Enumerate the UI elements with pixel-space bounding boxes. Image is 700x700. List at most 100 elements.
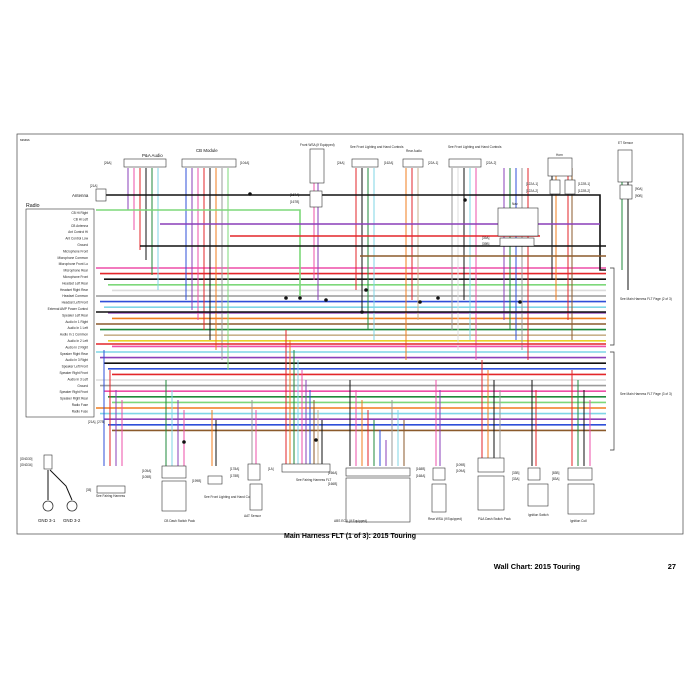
radio-pin-label: CB Antenna xyxy=(71,224,88,228)
ground-component: [GND30] [GND34] GND 3-1 GND 3-2 xyxy=(20,454,81,523)
pa-audio-plug xyxy=(123,158,167,168)
pa-switch-connector-a: [109A] xyxy=(456,469,465,473)
rear-wsa-connector-a: [168A] xyxy=(416,474,425,478)
ignition-coil-connector-b: [83B] xyxy=(552,471,560,475)
abs-box xyxy=(345,477,411,523)
splice-dot xyxy=(364,288,368,292)
aat-label: AAT Sensor xyxy=(244,514,262,518)
gnd-terminal-2 xyxy=(66,500,78,512)
radio-pin-label: Speaker Right Rear xyxy=(60,352,89,356)
ignition-switch-connector-b: [33B] xyxy=(512,471,520,475)
horn-connector-a2: [122A-2] xyxy=(526,189,538,193)
splice-dot xyxy=(324,298,328,302)
splice-dot xyxy=(360,310,364,314)
pa-switch-box xyxy=(477,475,505,511)
front-lighting-1-label: See Front Lighting and Hand Controls xyxy=(350,145,404,149)
splice-dot xyxy=(182,440,186,444)
cb-switch-component: [105A] [105B] CB Dash Switch Pack xyxy=(142,465,195,523)
radio-pin-label: Radio Fuse xyxy=(72,409,89,413)
fairing-flt-plug xyxy=(281,463,331,473)
splice-dot xyxy=(298,296,302,300)
et-sensor-connector-b: [90B] xyxy=(635,194,643,198)
front-lighting-3-label: See Front Lighting and Hand Controls xyxy=(204,495,258,499)
rear-audio-label: Rear Audio xyxy=(406,149,422,153)
pa-switch-component: [109B] [109A] P&A Dash Switch Pack xyxy=(456,457,511,521)
wire xyxy=(49,469,73,501)
horn-box xyxy=(547,157,573,177)
radio-pin-label: Ground xyxy=(77,384,88,388)
radio-label: Radio xyxy=(26,203,40,209)
pa-audio-label: P&A Audio xyxy=(142,153,163,158)
see-main-3-label: See Main Harness FLT Page (3 of 3) xyxy=(620,392,672,396)
radio-pin-label: Audio In 1 Common xyxy=(60,333,88,337)
radio-pin-label: Microphone Rear xyxy=(64,269,89,273)
rear-audio-plug xyxy=(402,158,424,168)
radio-pin-label: CB Hi Left xyxy=(73,217,88,221)
rear-wsa-box xyxy=(431,483,447,513)
splice-dot xyxy=(436,296,440,300)
ignition-switch-box xyxy=(527,483,549,507)
splice-dot xyxy=(248,192,252,196)
horn-connector-b1: [122B-1] xyxy=(578,182,590,186)
radio-pin-label: Ground xyxy=(77,243,88,247)
front-lighting-2-connector-b: [22A-2] xyxy=(486,161,496,165)
rear-wsa-plug xyxy=(432,467,446,481)
nav-label: Nav xyxy=(512,202,518,206)
radio-pin-label: Speaker Left Front xyxy=(62,365,89,369)
horn-plug-a xyxy=(549,179,561,195)
rear-audio-connector: [162A] xyxy=(384,161,393,165)
radio-pin-label: Audio In 2 Left xyxy=(67,339,88,343)
gnd-plug xyxy=(43,454,53,470)
front-wsa-connector-b: [167B] xyxy=(290,200,299,204)
horn-connector-a1: [122A-1] xyxy=(526,182,538,186)
radio-pin-label: Speaker Right Front xyxy=(59,371,88,375)
ignition-coil-box xyxy=(567,483,595,515)
aat-box xyxy=(249,483,263,511)
fairing-flt-label: See Fairing Harness FLT xyxy=(296,478,331,482)
diagram-frame xyxy=(16,133,684,535)
radio-pin-label: Audio In 3 Left xyxy=(67,377,88,381)
aat-plug xyxy=(247,463,261,481)
horn-plug-b xyxy=(564,179,576,195)
fairing-plug xyxy=(96,485,126,494)
front-lighting-1-component: See Front Lighting and Hand Controls [24… xyxy=(337,145,404,168)
abs-connector-a: [166A] xyxy=(328,471,337,475)
rear-wsa-connector-b: [168B] xyxy=(416,467,425,471)
pa-switch-connector-b: [109B] xyxy=(456,463,465,467)
radio-pin-label: Headset Left Front xyxy=(62,301,89,305)
ignition-coil-label: Ignition Coil xyxy=(570,519,587,523)
et-sensor-box xyxy=(617,149,633,183)
splice-dot xyxy=(314,438,318,442)
abs-ecu-component: [166A] [166B] ABS ECU (If Equipped) xyxy=(328,467,411,523)
antenna-connector: [21A] xyxy=(90,184,98,188)
nav-box xyxy=(497,207,539,237)
radio-pin-label: Radio Fuse xyxy=(72,403,89,407)
et-sensor-connector-a: [90A] xyxy=(635,187,643,191)
abs-connector-b: [166B] xyxy=(328,482,337,486)
antenna-label: Antenna xyxy=(72,193,89,198)
radio-pin-label: Headset Right Rear xyxy=(60,288,89,292)
fairing-flt-connector: [1A] xyxy=(268,467,274,471)
radio-connector: [21A], [27B] xyxy=(88,420,105,424)
see-main-2-label: See Main Harness FLT Page (2 of 3) xyxy=(620,297,672,301)
radio-pin-label: Audio In 1 Left xyxy=(67,326,88,330)
horn-label: Horn xyxy=(556,153,563,157)
front-wsa-connector-a: [167A] xyxy=(290,193,299,197)
diagram-caption: Main Harness FLT (1 of 3): 2015 Touring xyxy=(284,533,416,540)
nav-connector-a: [39A] xyxy=(482,236,490,240)
fairing-component: See Fairing Harness [35] xyxy=(86,485,126,498)
radio-pin-label: Speaker Right Front xyxy=(59,390,88,394)
cb-module-label: CB Module xyxy=(196,148,218,153)
et-sensor-label: ET Sensor xyxy=(618,141,634,145)
front-lighting-2-component: See Front Lighting and Hand Controls [22… xyxy=(428,145,502,168)
ignition-coil-plug xyxy=(567,467,593,481)
cb-switch-label: CB Dash Switch Pack xyxy=(164,519,195,523)
radio-pin-label: Ant Control Low xyxy=(65,237,88,241)
et-sensor-plug xyxy=(619,184,633,200)
front-lighting-2-plug xyxy=(448,158,482,168)
footer-title: Wall Chart: 2015 Touring xyxy=(494,562,581,571)
wire-layer xyxy=(47,168,629,501)
